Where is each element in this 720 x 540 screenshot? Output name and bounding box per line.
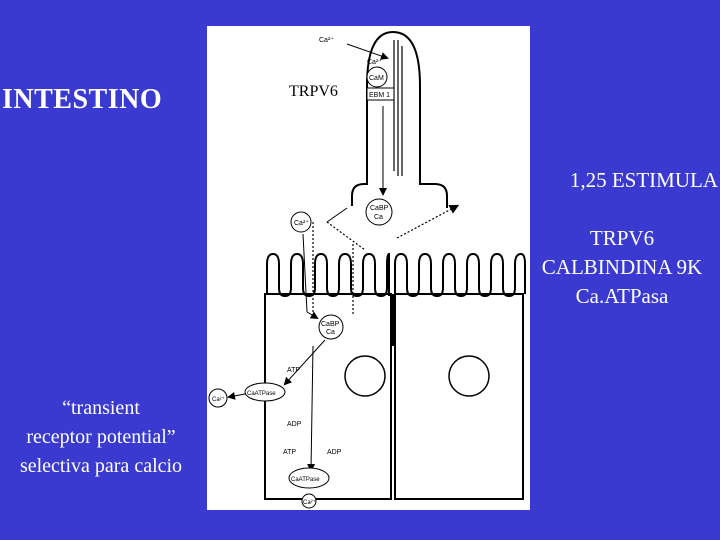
target-item-ca-atpasa: Ca.ATPasa <box>575 284 669 308</box>
ca-circle-left <box>290 211 312 233</box>
label-ca-atpase-bottom: CaATPase <box>291 477 320 483</box>
zoom-line-left <box>326 207 348 223</box>
label-cabp-top-1: CaBP <box>370 205 389 212</box>
calcium-transport-diagram: Ca²⁺ Ca²⁺ CaM EBM 1 TRPV6 CaBP Ca Ca²⁺ <box>207 26 530 510</box>
zoom-line-right <box>396 204 460 239</box>
label-atp-1: ATP <box>287 367 300 374</box>
label-cabp-mid-1: CaBP <box>321 321 340 328</box>
label-ca-bottom: Ca²⁺ <box>303 499 316 506</box>
slide-title: INTESTINO <box>2 84 163 115</box>
ca-circle-bottom <box>301 493 317 509</box>
ca-atpase-left <box>244 382 286 402</box>
pathway-line-2 <box>307 345 316 472</box>
label-cabp-mid-2: Ca <box>326 329 335 336</box>
label-adp-2: ADP <box>327 449 342 456</box>
uptake-arrow-h <box>306 311 319 320</box>
label-cam: CaM <box>369 75 384 82</box>
nucleus-left <box>344 355 386 397</box>
ebm1-box <box>366 87 395 101</box>
figure-title: TRPV6 <box>289 83 338 100</box>
uptake-arrow <box>302 233 308 313</box>
explainer-line-2: receptor potential” <box>26 426 176 448</box>
cabp-circle-mid <box>318 314 344 340</box>
stimulus-text: 1,25 ESTIMULA <box>569 168 718 192</box>
ca-circle-efflux-left <box>208 388 228 408</box>
cabp-circle-top <box>365 198 393 226</box>
label-ca-atpase-left: CaATPase <box>247 391 276 397</box>
explainer-line-3: selectiva para calcio <box>19 455 183 477</box>
pathway-line-1 <box>283 339 326 386</box>
label-ca-outside: Ca²⁺ <box>319 36 334 44</box>
microvilli-left-cell <box>266 252 390 298</box>
label-ca-atpase-left-ca: Ca²⁺ <box>212 396 225 403</box>
label-adp-1: ADP <box>287 421 302 428</box>
target-list: TRPV6 CALBINDINA 9K Ca.ATPasa <box>526 224 718 311</box>
villus-outline <box>351 30 448 208</box>
target-item-calbindina: CALBINDINA 9K <box>541 255 703 279</box>
microvilli-right-cell <box>394 252 526 298</box>
efflux-arrow-left <box>227 391 246 400</box>
label-cabp-top-2: Ca <box>374 214 383 221</box>
trpv6-explainer: “transient receptor potential” selectiva… <box>2 394 200 481</box>
explainer-line-1: “transient <box>62 397 140 419</box>
ca-atpase-bottom <box>288 467 330 489</box>
diagram-canvas: Ca²⁺ Ca²⁺ CaM EBM 1 TRPV6 CaBP Ca Ca²⁺ <box>208 30 526 509</box>
zoom-line-dotted-left <box>326 221 366 251</box>
ca-entry-arrow <box>346 43 389 60</box>
target-item-trpv6: TRPV6 <box>589 226 655 250</box>
label-atp-2: ATP <box>283 449 296 456</box>
label-ca-near-channel: Ca²⁺ <box>367 58 382 66</box>
label-ca-left: Ca²⁺ <box>294 219 309 227</box>
enterocyte-right <box>394 293 524 500</box>
nucleus-right <box>448 355 490 397</box>
cam-circle <box>366 66 388 88</box>
label-ebm1: EBM 1 <box>369 92 390 99</box>
